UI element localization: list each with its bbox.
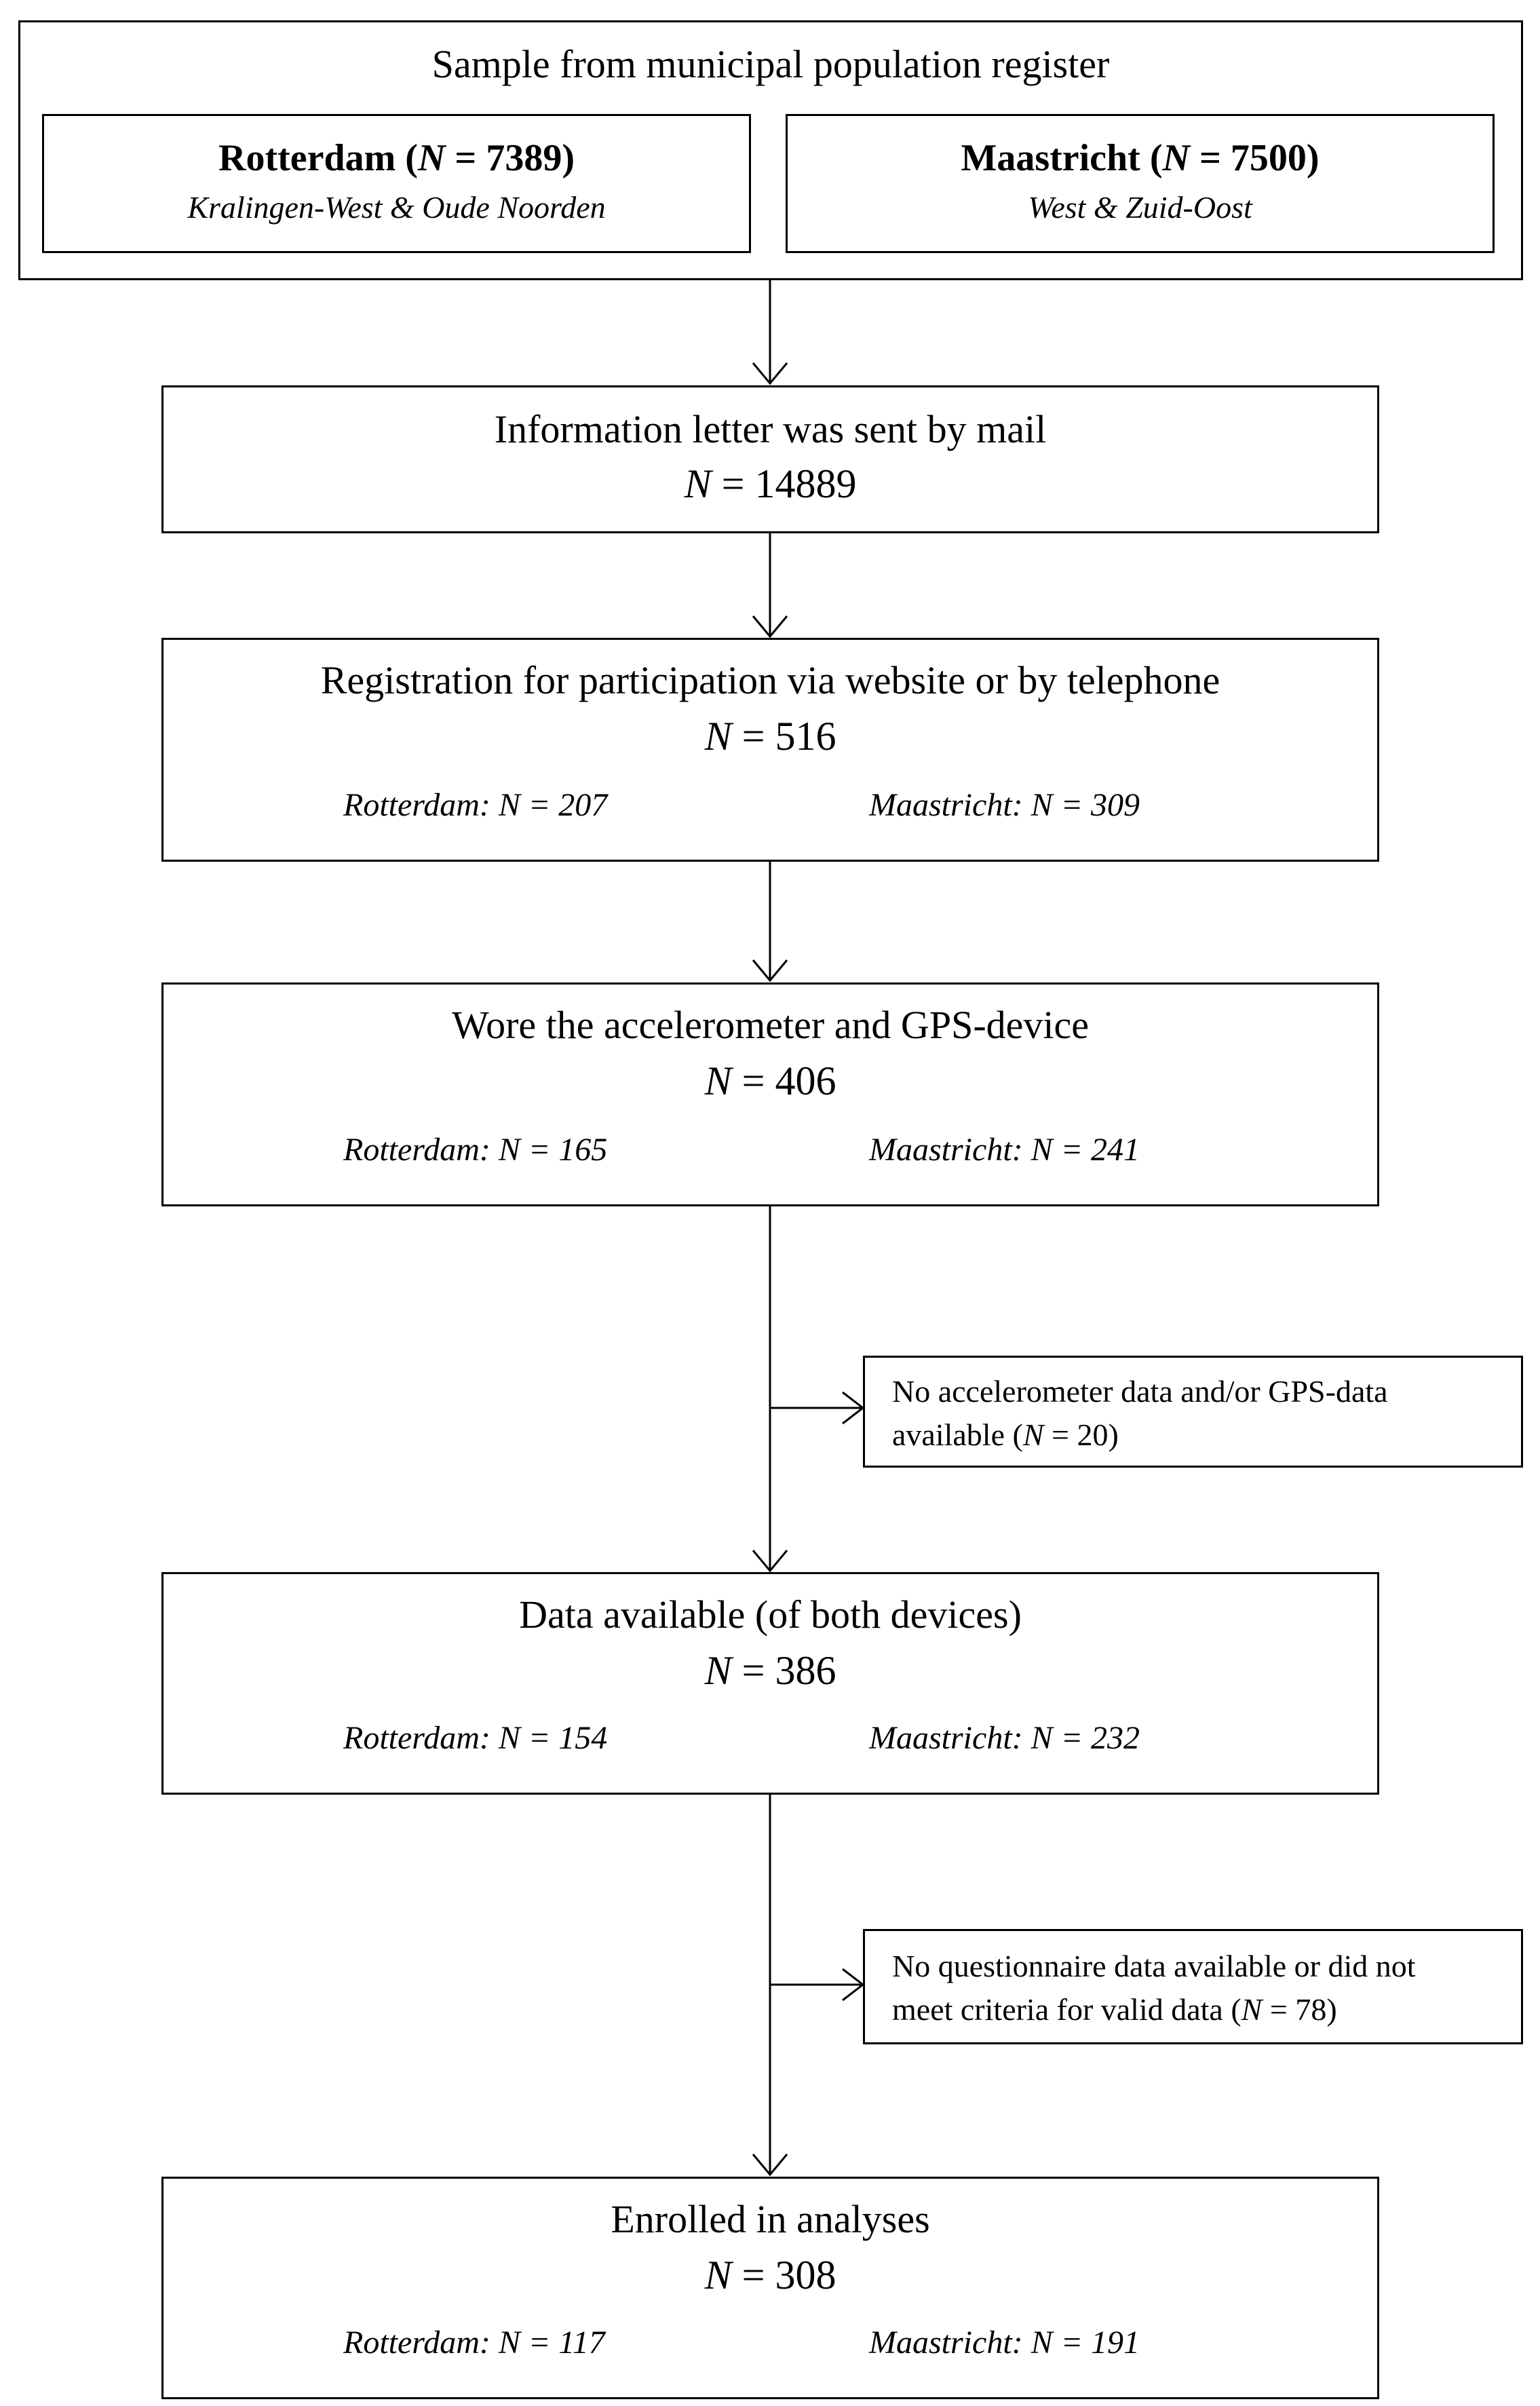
rotterdam-sample-heading: Rotterdam (N = 7389) [218,137,575,179]
step-count: N = 14889 [684,461,857,506]
step-enrolled: Enrolled in analyses N = 308 Rotterdam: … [161,2177,1379,2399]
maastricht-count: Maastricht: N = 309 [869,787,1140,823]
maastricht-sample-box: Maastricht (N = 7500) West & Zuid-Oost [786,114,1495,253]
rotterdam-count: Rotterdam: N = 154 [343,1720,608,1756]
exclusion-no-device-data: No accelerometer data and/or GPS-data av… [863,1356,1523,1468]
rotterdam-area: Kralingen-West & Oude Noorden [187,190,606,225]
step-information-letter: Information letter was sent by mail N = … [161,385,1379,533]
step-count: N = 386 [704,1648,836,1693]
step-count: N = 308 [704,2253,836,2297]
step-title: Enrolled in analyses [611,2197,930,2241]
maastricht-count: Maastricht: N = 232 [869,1720,1140,1756]
exclusion-text: No questionnaire data available or did n… [892,1949,1416,2027]
step-title: Registration for participation via websi… [320,658,1220,702]
step-count: N = 516 [704,714,836,759]
step-title: Information letter was sent by mail [494,407,1047,451]
step-title: Wore the accelerometer and GPS-device [452,1003,1089,1047]
rotterdam-count: Rotterdam: N = 207 [343,787,608,823]
maastricht-sample-heading: Maastricht (N = 7500) [961,137,1320,179]
step-count: N = 406 [704,1058,836,1103]
maastricht-count: Maastricht: N = 241 [869,1132,1140,1168]
maastricht-area: West & Zuid-Oost [1028,190,1252,225]
maastricht-count: Maastricht: N = 191 [869,2325,1140,2361]
exclusion-no-questionnaire-data: No questionnaire data available or did n… [863,1929,1523,2044]
rotterdam-sample-box: Rotterdam (N = 7389) Kralingen-West & Ou… [42,114,751,253]
sample-title: Sample from municipal population registe… [431,42,1110,86]
exclusion-text: No accelerometer data and/or GPS-data av… [892,1374,1388,1452]
rotterdam-count: Rotterdam: N = 117 [343,2325,605,2361]
step-data-available: Data available (of both devices) N = 386… [161,1572,1379,1795]
step-wore-devices: Wore the accelerometer and GPS-device N … [161,982,1379,1206]
sample-box: Sample from municipal population registe… [18,20,1523,280]
rotterdam-count: Rotterdam: N = 165 [343,1132,608,1168]
step-registration: Registration for participation via websi… [161,638,1379,862]
step-title: Data available (of both devices) [519,1592,1022,1637]
